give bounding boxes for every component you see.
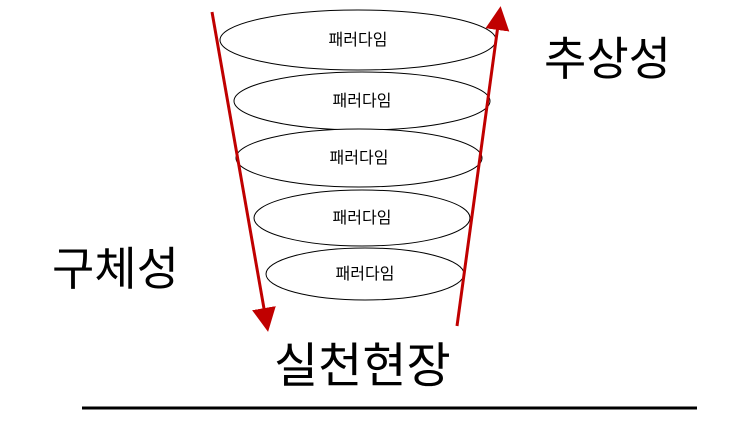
paradigm-layer-4 — [253, 189, 471, 247]
concrete-label: 구체성 — [52, 242, 179, 296]
concrete-down-arrow — [210, 11, 276, 332]
paradigm-label-3: 패러다임 — [329, 148, 389, 167]
paradigm-label-1: 패러다임 — [328, 30, 388, 49]
paradigm-layer-3 — [235, 128, 483, 188]
abstract-up-arrow — [455, 6, 510, 327]
paradigm-label-5: 패러다임 — [335, 264, 395, 283]
abstract-label: 추상성 — [544, 32, 671, 86]
paradigm-label-4: 패러다임 — [332, 208, 392, 227]
paradigm-label-2: 패러다임 — [332, 91, 392, 110]
practice-label: 실천현장 — [274, 338, 451, 394]
